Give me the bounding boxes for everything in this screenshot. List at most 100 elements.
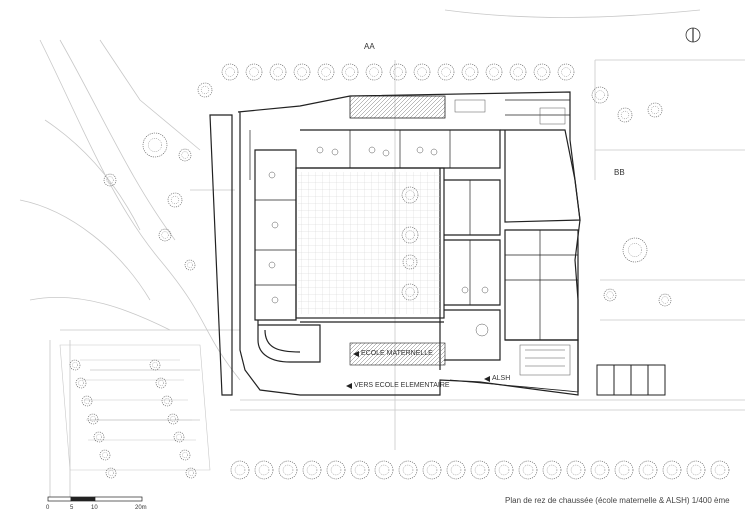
- sign-ecole-maternelle: ECOLE MATERNELLE: [361, 350, 433, 357]
- tree-icon: [278, 460, 298, 480]
- tree-icon: [221, 63, 239, 81]
- tree-canopy-inner: [405, 190, 415, 200]
- tree-icon: [167, 413, 179, 425]
- tree-icon: [326, 460, 346, 480]
- tree-canopy-inner: [158, 380, 164, 386]
- tree-canopy-inner: [187, 262, 193, 268]
- tree-icon: [197, 82, 213, 98]
- tree-canopy-inner: [405, 287, 415, 297]
- tree-icon: [401, 186, 419, 204]
- tree-canopy-inner: [225, 67, 235, 77]
- courtyard-grid: [298, 172, 440, 314]
- pavilion: [596, 364, 666, 396]
- tree-icon: [446, 460, 466, 480]
- tree-canopy-inner: [402, 464, 414, 476]
- tree-icon: [590, 460, 610, 480]
- tree-icon: [509, 63, 527, 81]
- tree-icon: [81, 395, 93, 407]
- tree-icon: [158, 228, 172, 242]
- tree-canopy-inner: [570, 464, 582, 476]
- triangle-arrow-icon: [484, 376, 490, 382]
- tree-icon: [401, 226, 419, 244]
- tree-icon: [614, 460, 634, 480]
- scale-bar: [47, 496, 143, 502]
- tree-canopy-inner: [714, 464, 726, 476]
- tree-canopy-inner: [306, 464, 318, 476]
- tree-canopy-inner: [513, 67, 523, 77]
- tree-canopy-inner: [642, 464, 654, 476]
- tree-icon: [185, 467, 197, 479]
- tree-canopy-inner: [369, 67, 379, 77]
- tree-canopy-inner: [152, 362, 158, 368]
- tree-icon: [542, 460, 562, 480]
- tree-icon: [302, 460, 322, 480]
- tree-canopy-inner: [234, 464, 246, 476]
- tree-icon: [389, 63, 407, 81]
- tree-icon: [142, 132, 168, 158]
- tree-icon: [103, 173, 117, 187]
- sign-alsh: ALSH: [492, 375, 511, 382]
- scale-tick-20m: 20m: [135, 505, 147, 511]
- tree-icon: [184, 259, 196, 271]
- section-label-aa: AA: [364, 42, 375, 51]
- north-arrow-icon: [685, 27, 701, 43]
- tree-canopy-inner: [618, 464, 630, 476]
- tree-icon: [638, 460, 658, 480]
- tree-icon: [422, 460, 442, 480]
- tree-icon: [69, 359, 81, 371]
- tree-canopy-inner: [489, 67, 499, 77]
- triangle-arrow-icon: [346, 383, 352, 389]
- tree-canopy-inner: [345, 67, 355, 77]
- tree-icon: [617, 107, 633, 123]
- section-label-bb: BB: [614, 168, 625, 177]
- tree-canopy-inner: [465, 67, 475, 77]
- tree-icon: [269, 63, 287, 81]
- tree-icon: [401, 283, 419, 301]
- tree-icon: [374, 460, 394, 480]
- tree-canopy-inner: [273, 67, 283, 77]
- tree-canopy-inner: [164, 398, 170, 404]
- tree-canopy-inner: [72, 362, 78, 368]
- tree-icon: [533, 63, 551, 81]
- tree-icon: [99, 449, 111, 461]
- tree-icon: [75, 377, 87, 389]
- tree-canopy-inner: [606, 291, 614, 299]
- room-partitions: [249, 99, 578, 340]
- scale-tick-10: 10: [91, 505, 98, 511]
- tree-canopy-inner: [170, 195, 180, 205]
- tree-icon: [167, 192, 183, 208]
- tree-canopy-inner: [661, 296, 669, 304]
- tree-icon: [662, 460, 682, 480]
- parking-area: [59, 344, 211, 471]
- tree-icon: [413, 63, 431, 81]
- tree-icon: [173, 431, 185, 443]
- furniture: [268, 99, 571, 376]
- entry-canopy: [349, 342, 446, 366]
- tree-canopy-inner: [182, 452, 188, 458]
- tree-icon: [179, 449, 191, 461]
- tree-canopy-inner: [181, 151, 189, 159]
- tree-canopy-inner: [426, 464, 438, 476]
- tree-canopy-inner: [666, 464, 678, 476]
- tree-canopy-inner: [170, 416, 176, 422]
- tree-canopy-inner: [650, 105, 660, 115]
- tree-icon: [557, 63, 575, 81]
- tree-icon: [710, 460, 730, 480]
- tree-icon: [437, 63, 455, 81]
- tree-canopy-inner: [78, 380, 84, 386]
- tree-icon: [341, 63, 359, 81]
- tree-icon: [230, 460, 250, 480]
- tree-canopy-inner: [417, 67, 427, 77]
- tree-canopy-inner: [450, 464, 462, 476]
- tree-icon: [622, 237, 648, 263]
- tree-icon: [461, 63, 479, 81]
- tree-icon: [365, 63, 383, 81]
- tree-icon: [178, 148, 192, 162]
- plan-title: Plan de rez de chaussée (école maternell…: [505, 496, 730, 505]
- tree-icon: [293, 63, 311, 81]
- tree-canopy-inner: [321, 67, 331, 77]
- tree-icon: [470, 460, 490, 480]
- tree-canopy-inner: [546, 464, 558, 476]
- tree-icon: [566, 460, 586, 480]
- tree-canopy-inner: [378, 464, 390, 476]
